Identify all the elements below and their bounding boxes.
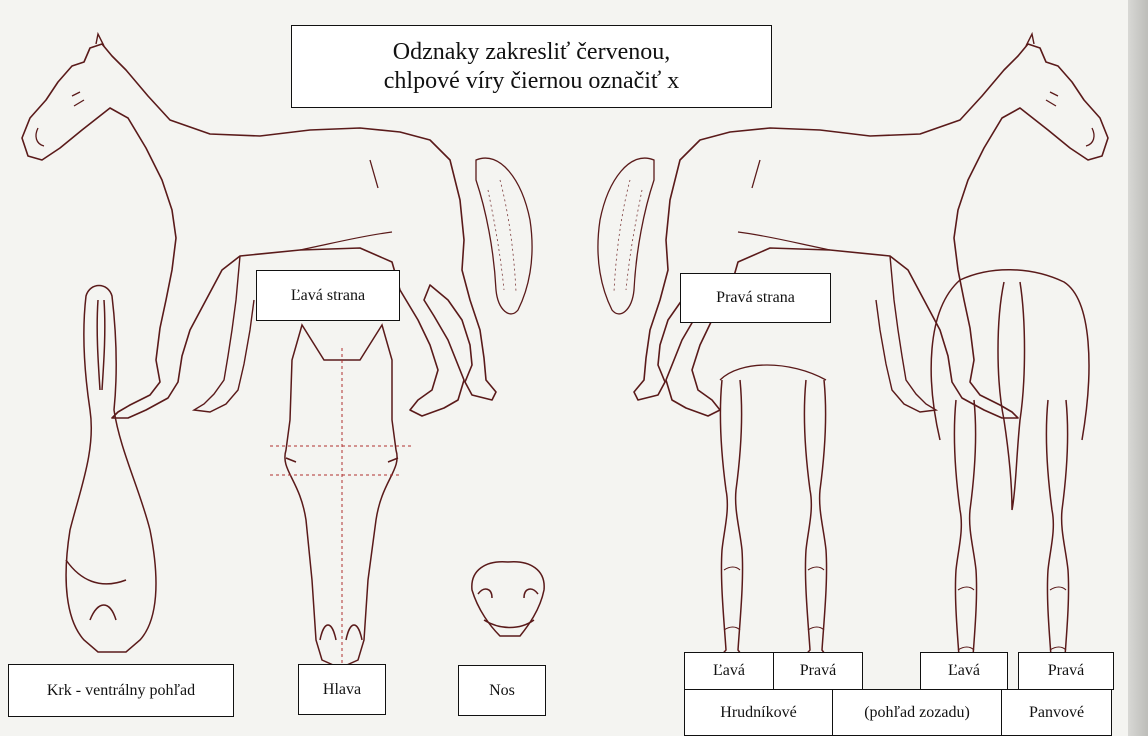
head-front-figure [270,325,414,668]
instruction-line-2: chlpové víry čiernou označiť x [384,67,679,96]
instruction-title-box: Odznaky zakresliť červenou, chlpové víry… [291,25,772,108]
label-nose: Nos [458,665,546,716]
label-hind-legs: Panvové [1001,689,1112,736]
label-neck-ventral: Krk - ventrálny pohľad [8,664,234,717]
label-hind-right: Pravá [1018,652,1114,690]
label-front-left: Ľavá [684,652,774,690]
instruction-line-1: Odznaky zakresliť červenou, [393,38,670,67]
front-legs-figure [717,365,829,676]
label-hind-left: Ľavá [920,652,1008,690]
nose-figure [472,562,544,636]
label-rear-view: (pohľad zozadu) [832,689,1002,736]
label-front-right: Pravá [773,652,863,690]
neck-ventral-figure [66,286,156,653]
label-right-side: Pravá strana [680,273,831,323]
label-head: Hlava [298,664,386,715]
label-front-legs: Hrudníkové [684,689,833,736]
label-left-side: Ľavá strana [256,270,400,321]
